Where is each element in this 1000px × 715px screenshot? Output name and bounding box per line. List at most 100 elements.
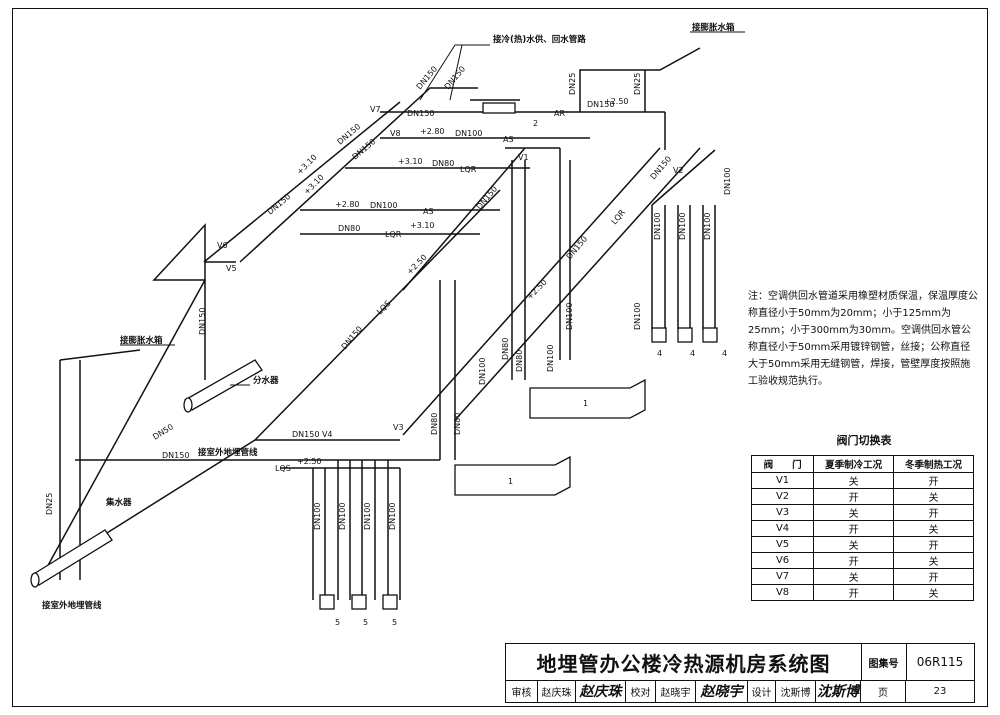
callout-outdoor-1: 接室外地埋管线 [198,447,258,458]
checker-name: 赵晓宇 [656,680,696,702]
drawing-frame [12,8,988,707]
valve-v5: V5 [226,264,237,273]
unit-label-4a: 4 [657,349,662,358]
callout-distributor: 分水器 [253,375,279,386]
elev-250-lqr-diag: +2.50 [525,278,549,302]
unit-label-4c: 4 [722,349,727,358]
lqs-diagonal [254,189,501,441]
unit-4-a [651,327,667,343]
label-dn100-u4c: DN100 [703,213,712,240]
unit-4-b [677,327,693,343]
risers-unit-4 [664,205,716,330]
design-notes: 注：空调供回水管道采用橡塑材质保温，保温厚度公称直径小于50mm为20mm；小于… [748,291,978,387]
unit-label-1-lower: 1 [508,477,513,486]
page-number: 23 [933,685,947,697]
pipe-network [39,47,716,600]
risers-unit-5-b [312,460,389,600]
unit-label-5c: 5 [392,618,397,627]
unit-2 [482,102,516,114]
expansion-link-left [59,349,141,361]
cell-summer: 关 [813,568,895,585]
header-triangle [152,223,206,281]
expansion-link-top [579,47,701,112]
header-summer: 夏季制冷工况 [813,455,895,473]
label-dn150-mid: DN150 [475,184,500,211]
unit-label-5b: 5 [363,618,368,627]
label-dn150-lqs: DN150 [340,324,365,351]
cell-valve: V2 [750,488,815,505]
label-dn100-u1l: DN100 [478,358,487,385]
label-dn150-riser: DN150 [198,308,207,335]
label-dn100-u4b: DN100 [678,213,687,240]
cell-winter: 开 [893,536,974,553]
leader-supply-return [419,44,490,101]
cell-summer: 开 [813,552,895,569]
cell-valve: V7 [750,568,815,585]
distributor-end [183,397,193,413]
label-dn25-top-b: DN25 [633,73,642,95]
unit-label-2: 2 [533,119,538,128]
elev-310-diag-b: +3.10 [302,173,326,197]
set-label: 图集号 [861,644,907,681]
label-dn100-u4d: DN100 [633,303,642,330]
callout-expansion-top: 接膨胀水箱 [692,22,735,33]
label-dn150-right: DN150 [565,234,590,261]
label-dn100-as2: DN100 [370,201,397,210]
drops-unit-1-right [559,160,571,360]
header-valve: 阀 门 [750,455,815,473]
cell-winter: 开 [893,504,974,521]
elev-310-lqr1: +3.10 [398,157,423,166]
valve-table-header: 阀 门 夏季制冷工况 冬季制热工况 [750,455,974,473]
cell-summer: 关 [813,536,895,553]
label-dn100-right: DN100 [723,168,732,195]
label-dn100-u1r: DN100 [565,303,574,330]
code-as-1: AS [503,135,514,144]
label-dn100-u5d: DN100 [388,503,397,530]
label-dn25-left: DN25 [45,493,54,515]
designer-signature: 沈斯博 [816,680,861,702]
elev-310-diag-a: +3.10 [295,153,319,177]
code-ar: AR [554,109,565,118]
cell-winter: 开 [893,472,974,489]
cell-valve: V4 [750,520,815,537]
code-lqr-diag: LQR [610,208,628,227]
valve-v7: V7 [370,105,381,114]
main-pipe-upper-2 [203,101,401,263]
return-diagonal [39,279,206,581]
elev-280-as2: +2.80 [335,200,360,209]
check-label: 校对 [626,680,656,702]
label-dn150-top: DN150 [407,109,434,118]
elev-250-lqs: +2.50 [297,457,322,466]
cell-summer: 开 [813,584,895,601]
title-block: 地埋管办公楼冷热源机房系统图 图集号 06R115 审核 赵庆珠 赵庆珠 校对 … [505,643,975,703]
cell-valve: V8 [750,584,815,601]
cell-winter: 关 [893,552,974,569]
elev-250-ar: +2.50 [604,97,629,106]
label-dn80-u1b: DN80 [515,350,524,372]
elev-310-lqr2: +3.10 [410,221,435,230]
unit-4-feed [651,149,716,206]
cell-summer: 开 [813,520,895,537]
page-label: 页 [861,680,906,702]
lqr-diagonal [402,147,661,436]
callout-outdoor-2: 接室外地埋管线 [42,600,102,611]
valve-v1: V1 [518,153,529,162]
unit-1-upper [529,378,646,419]
main-pipe-upper [239,87,478,263]
label-dn100-u4a: DN100 [653,213,662,240]
code-lqr-1: LQR [460,165,477,174]
dn25-risers-left [59,360,81,580]
valve-v3: V3 [393,423,404,432]
label-dn100-u1m: DN100 [546,345,555,372]
headers [30,359,263,588]
cell-winter: 关 [893,520,974,537]
label-dn100-u5c: DN100 [363,503,372,530]
callout-supply-return: 接冷(热)水供、回水管路 [493,34,586,45]
unit-5-c [382,594,398,610]
